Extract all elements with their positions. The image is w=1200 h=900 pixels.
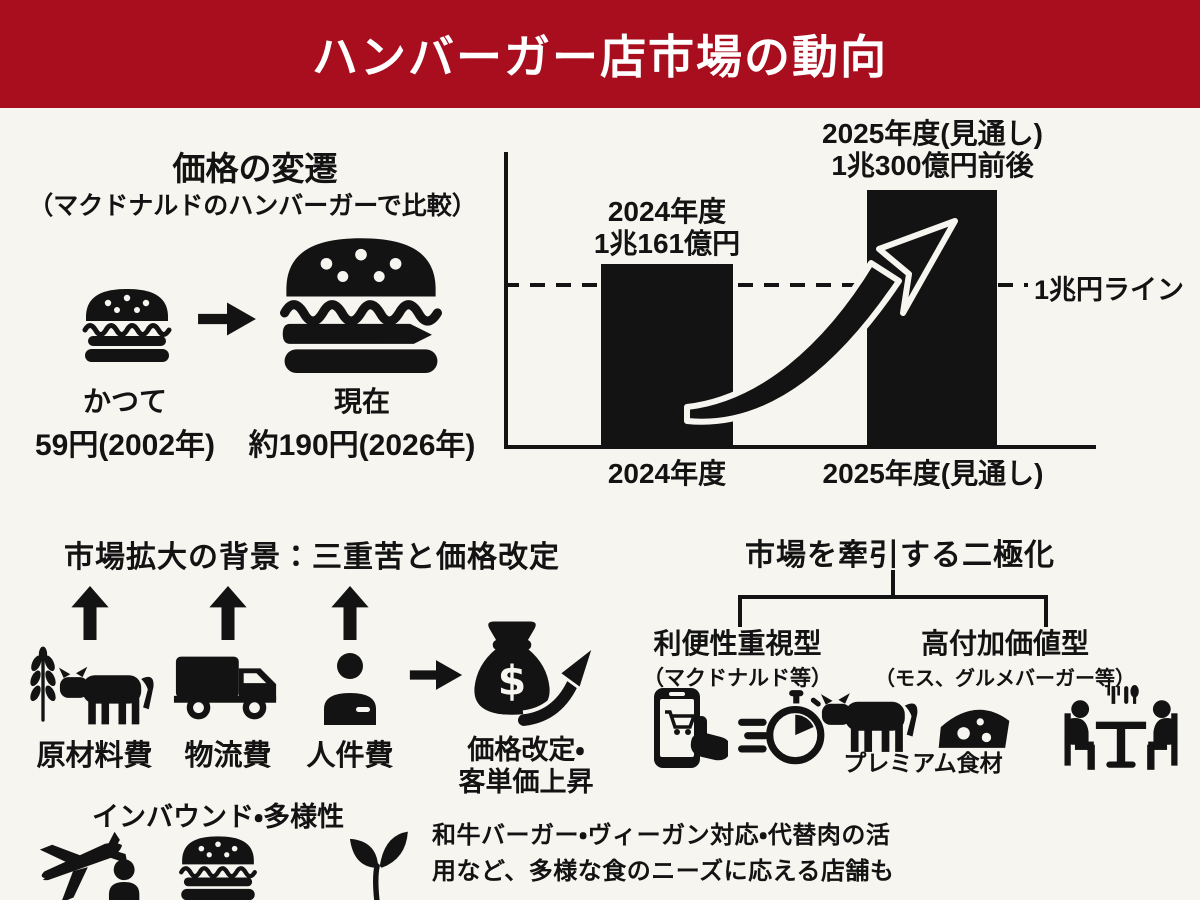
large-burger-icon: [280, 238, 442, 373]
background-section-title: 市場拡大の背景：三重苦と価格改定: [64, 541, 560, 574]
burger-diversity-icon: [179, 836, 257, 900]
up-arrow-icon: [331, 586, 369, 640]
present-label: 現在: [333, 386, 390, 417]
phone-order-icon: [654, 688, 728, 768]
x-axis-label-2025: 2025年度(見通し): [822, 458, 1044, 489]
wheat-icon: [30, 646, 56, 722]
past-label: かつて: [82, 386, 167, 417]
polarization-section-title: 市場を牽引する二極化: [745, 539, 1055, 572]
convenience-branch-label: 利便性重視型 （マクドナルド等）: [630, 622, 845, 692]
truck-icon: [173, 656, 277, 720]
branch-bracket: [738, 570, 1048, 627]
up-arrow-icon: [209, 586, 247, 640]
cow-icon: [820, 693, 918, 752]
past-price: 59円(2002年): [34, 429, 216, 462]
inbound-section-title: インバウンド・多様性: [92, 802, 345, 832]
factor-logistics-label: 物流費: [184, 740, 272, 772]
rising-arrow-icon: [518, 642, 596, 728]
svg-text:$: $: [498, 656, 526, 704]
convenience-example: （マクドナルド等）: [643, 667, 832, 690]
premium-branch-label: 高付加価値型 （モス、グルメバーガー等）: [855, 622, 1155, 691]
chart-bar-2025: [867, 190, 997, 445]
airplane-traveler-icon: [39, 831, 140, 900]
premium-name: 高付加価値型: [920, 628, 1089, 659]
diversity-description: 和牛バーガー・ヴィーガン対応・代替肉の活 用など、多様な食のニーズに応える店舗も: [432, 818, 962, 890]
cow-icon: [58, 666, 154, 725]
header-banner: ハンバーガー店市場の動向: [0, 0, 1200, 108]
bar-2025-annotation-line2: 1兆300億円前後: [831, 150, 1034, 182]
premium-example: （モス、グルメバーガー等）: [875, 668, 1135, 690]
stopwatch-icon: [738, 690, 825, 765]
result-label-line2: 客単価上昇: [458, 767, 594, 798]
threshold-label: 1兆円ライン: [1034, 275, 1185, 305]
premium-ingredients-label: プレミアム食材: [843, 750, 1003, 776]
result-label-line1: 価格改定・: [467, 735, 585, 765]
factor-raw-materials-label: 原材料費: [36, 740, 153, 772]
factor-labor-label: 人件費: [306, 740, 394, 772]
person-icon: [324, 653, 376, 725]
chart-y-axis: [504, 152, 508, 448]
bar-2024-annotation-line1: 2024年度: [607, 196, 727, 227]
dining-table-icon: [1064, 685, 1178, 770]
diversity-description-line2: 用など、多様な食のニーズに応える店舗も: [432, 858, 895, 885]
sprout-icon: [349, 831, 408, 900]
bar-2024-annotation-line2: 1兆161億円: [593, 228, 741, 260]
price-section-subtitle: （マクドナルドのハンバーガーで比較）: [28, 192, 477, 220]
bar-2025-annotation-line1: 2025年度(見通し): [822, 118, 1043, 149]
price-section-title: 価格の変遷: [172, 150, 338, 187]
present-price-block: 現在 約190円(2026年): [242, 380, 482, 464]
one-trillion-threshold-line: [504, 283, 1028, 287]
page-title: ハンバーガー店市場の動向: [312, 31, 888, 83]
past-price-block: かつて 59円(2002年): [25, 380, 225, 464]
bar-2024-annotation: 2024年度 1兆161億円: [558, 196, 776, 261]
chart-x-axis: [504, 445, 1096, 449]
diversity-description-line1: 和牛バーガー・ヴィーガン対応・代替肉の活: [432, 822, 891, 849]
cheese-icon: [938, 709, 1010, 748]
chart-bar-2024: [601, 264, 733, 445]
arrow-right-icon: [409, 660, 463, 690]
bar-2025-annotation: 2025年度(見通し) 1兆300億円前後: [800, 118, 1065, 183]
x-axis-label-2024: 2024年度: [607, 458, 727, 489]
arrow-right-icon: [198, 302, 256, 336]
result-label: 価格改定・ 客単価上昇: [436, 734, 616, 799]
small-burger-icon: [82, 289, 172, 362]
present-price: 約190円(2026年): [248, 429, 476, 462]
up-arrow-icon: [71, 586, 109, 640]
money-bag-icon: $: [474, 621, 550, 715]
convenience-name: 利便性重視型: [653, 628, 822, 659]
